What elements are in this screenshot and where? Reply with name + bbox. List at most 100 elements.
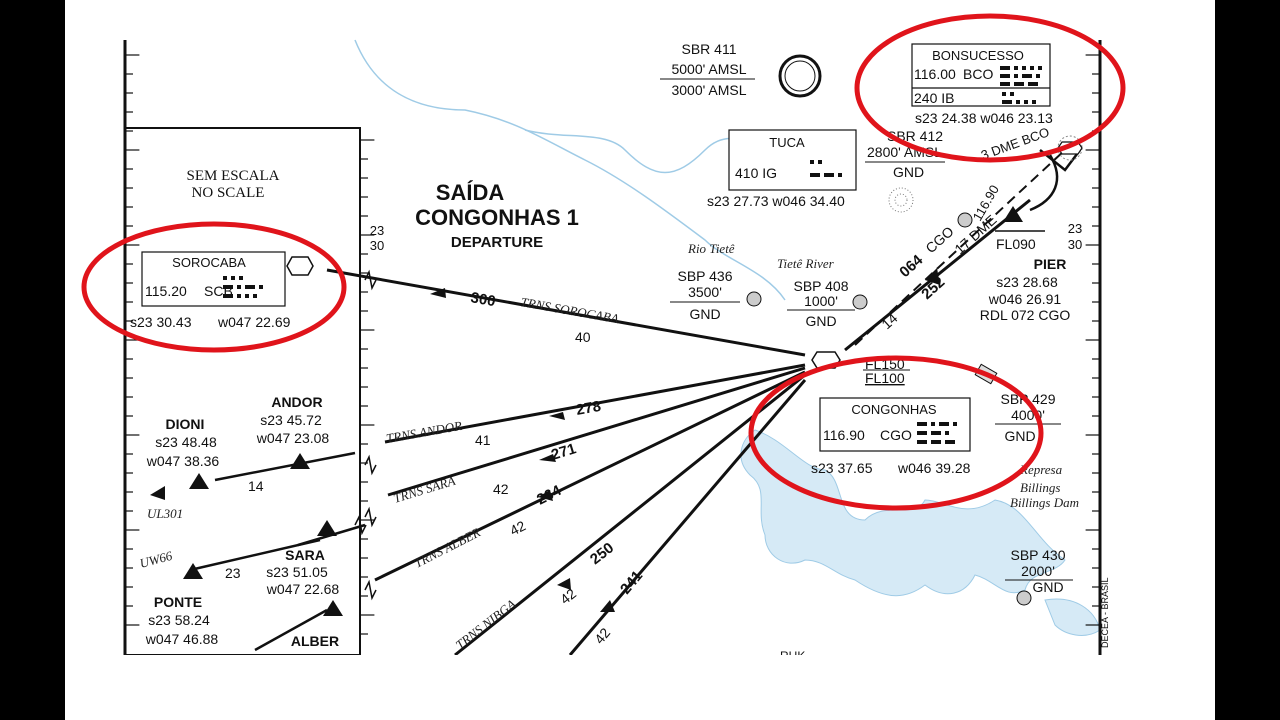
dioni-w: w047 38.36 [146, 453, 220, 469]
sbp430-id: SBP 430 [1010, 547, 1065, 563]
dist-sara: 42 [493, 481, 509, 497]
sorocaba-coord-s: s23 30.43 [130, 314, 192, 330]
bco-arc [1029, 154, 1059, 212]
sbr411-upper: 5000' AMSL [671, 61, 746, 77]
tuca-freq: 410 IG [735, 165, 777, 181]
highlight-bonsucesso [854, 13, 1126, 163]
pier-name: PIER [1034, 256, 1067, 272]
pier-w: w046 26.91 [988, 291, 1062, 307]
alber-name: ALBER [291, 633, 339, 649]
course-271: 271 [549, 440, 578, 464]
navaid-bonsucesso: BONSUCESSO 116.00 BCO 240 IB s23 24.38 w… [911, 43, 1053, 126]
route-sorocaba [326, 268, 806, 357]
bonsucesso-morse [1000, 66, 1042, 86]
route-breaks [354, 269, 377, 601]
dist-sara-ponte: 23 [225, 565, 241, 581]
billings-reservoir [740, 429, 1066, 597]
route-nibga [454, 373, 806, 657]
scale-note-pt: SEM ESCALA [187, 168, 280, 184]
sorocaba-freq: 115.20 [145, 283, 187, 299]
dioni-s: s23 48.48 [155, 434, 217, 450]
label-billings-dam: Billings Dam [1010, 495, 1079, 510]
ponte-name: PONTE [154, 594, 202, 610]
sbp429-lower: GND [1004, 428, 1035, 444]
ident-cgo-radial: CGO [922, 223, 956, 256]
label-trns-andor: TRNS ANDOR [385, 418, 463, 446]
sorocaba-coord-w: w047 22.69 [217, 314, 291, 330]
highlight-congonhas [748, 355, 1044, 511]
sbp408-id: SBP 408 [793, 278, 848, 294]
vor-sorocaba-symbol [286, 256, 314, 276]
title-saida: SAÍDA [436, 180, 505, 205]
dioni-triangle [189, 473, 209, 489]
dist-andor: 41 [475, 432, 491, 448]
andor-s: s23 45.72 [260, 412, 322, 428]
airway-ul301: UL301 [147, 506, 183, 521]
sbp430-upper: 2000' [1021, 563, 1055, 579]
sara-name: SARA [285, 547, 325, 563]
label-represa: Represa [1019, 462, 1063, 477]
ndb-tuca-symbol [888, 187, 914, 213]
lat-23-right: 23 [1068, 221, 1082, 236]
lat-30-left: 30 [370, 238, 384, 253]
highlight-ovals [81, 13, 1126, 511]
sorocaba-morse [223, 276, 263, 298]
alt-fl100: FL100 [865, 370, 905, 386]
route-alber [374, 370, 806, 582]
lat-23-left: 23 [370, 223, 384, 238]
tiete-river-line [354, 39, 786, 301]
tuca-coord: s23 27.73 w046 34.40 [707, 193, 845, 209]
label-billings: Billings [1020, 480, 1060, 495]
dist-pier: 14 [878, 310, 900, 332]
congonhas-morse [917, 422, 957, 444]
bonsucesso-coord: s23 24.38 w046 23.13 [915, 110, 1053, 126]
sbp436-upper: 3500' [688, 284, 722, 300]
lower-reservoir [1044, 598, 1101, 636]
congonhas-coord-s: s23 37.65 [811, 460, 873, 476]
pier-s: s23 28.68 [996, 274, 1058, 290]
dist-andor-dioni: 14 [248, 478, 264, 494]
bonsucesso-ident: BCO [963, 66, 993, 82]
sbp436-lower: GND [689, 306, 720, 322]
sbp430-lower: GND [1032, 579, 1063, 595]
tuca-morse [810, 160, 842, 177]
sara-w: w047 22.68 [266, 581, 340, 597]
chart-title: SAÍDA CONGONHAS 1 DEPARTURE [415, 180, 579, 251]
water-bodies [354, 39, 1101, 636]
route-alber-west [254, 608, 328, 652]
dist-nibga: 42 [557, 585, 579, 607]
left-border-ticks [125, 54, 140, 626]
bonsucesso-freq: 116.00 [914, 66, 956, 82]
navaid-tuca: TUCA 410 IG s23 27.73 w046 34.40 [707, 129, 857, 209]
title-congonhas: CONGONHAS 1 [415, 205, 579, 230]
congonhas-name: CONGONHAS [851, 402, 937, 417]
right-border: DECEA - BRASIL [1085, 40, 1110, 655]
sbr411-lower: 3000' AMSL [671, 82, 746, 98]
label-trns-alber: TRNS ALBER [412, 524, 483, 570]
bonsucesso-ndb: 240 IB [914, 90, 954, 106]
label-rio-tiete: Rio Tietê [687, 241, 735, 256]
sbp408-upper: 1000' [804, 293, 838, 309]
congonhas-ident: CGO [880, 427, 912, 443]
right-border-ticks [1085, 54, 1100, 626]
departure-chart: SEM ESCALA NO SCALE DECEA - BRASIL 23 30… [65, 0, 1215, 720]
pier-fl: FL090 [996, 236, 1036, 252]
ponte-w: w047 46.88 [145, 631, 219, 647]
course-278: 278 [575, 398, 603, 419]
sbr412-lower: GND [893, 164, 924, 180]
label-trns-nibga: TRNS NIBGA [453, 596, 519, 652]
bco-radial: 116.90 [970, 182, 1002, 223]
publisher: DECEA - BRASIL [1100, 577, 1110, 648]
fix-triangles [183, 206, 1023, 616]
sorocaba-name: SOROCABA [172, 255, 246, 270]
route-dioni [214, 451, 356, 482]
congonhas-coord-w: w046 39.28 [897, 460, 971, 476]
scale-note-en: NO SCALE [192, 185, 265, 201]
label-trns-sara: TRNS SARA [391, 473, 457, 506]
highlight-sorocaba [81, 221, 347, 353]
course-arrows [150, 268, 940, 612]
sara-s: s23 51.05 [266, 564, 328, 580]
andor-name: ANDOR [271, 394, 322, 410]
route-andor [384, 363, 806, 444]
panel-border-ticks [360, 139, 375, 635]
